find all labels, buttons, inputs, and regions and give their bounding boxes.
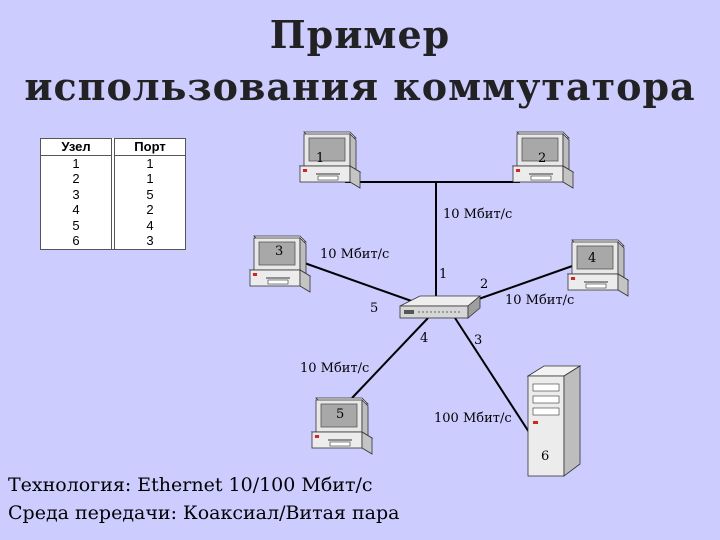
footer-medium: Среда передачи: Коаксиал/Витая пара: [8, 502, 400, 524]
server-6: [526, 365, 582, 477]
title-line-2: использования коммутатора: [24, 64, 696, 109]
switch: [399, 295, 482, 319]
node-label-1: 1: [316, 151, 324, 166]
link-speed-1-2: 10 Мбит/с: [443, 207, 512, 222]
cable-4: [469, 263, 579, 303]
port-label-5: 5: [370, 301, 378, 316]
header-node: Узел: [40, 138, 112, 156]
port-label-4: 4: [420, 331, 428, 346]
node-label-2: 2: [538, 151, 546, 166]
cell-port: 4: [114, 217, 186, 233]
port-label-1: 1: [439, 267, 447, 282]
cable-6: [454, 317, 539, 447]
port-label-2: 2: [480, 277, 488, 292]
link-speed-4: 10 Мбит/с: [505, 293, 574, 308]
cell-port: 5: [114, 186, 186, 202]
link-speed-5: 10 Мбит/с: [300, 361, 369, 376]
cell-port: 2: [114, 202, 186, 218]
node-label-5: 5: [336, 407, 344, 422]
computer-1: [299, 131, 361, 189]
cell-port: 1: [114, 171, 186, 187]
node-label-3: 3: [275, 244, 283, 259]
node-label-4: 4: [588, 251, 596, 266]
cable-3: [295, 259, 421, 305]
link-speed-3: 10 Мбит/с: [320, 247, 389, 262]
cable-5: [351, 317, 429, 399]
node-label-6: 6: [541, 449, 549, 464]
header-port: Порт: [114, 138, 186, 156]
footer-technology: Технология: Ethernet 10/100 Мбит/с: [8, 474, 373, 496]
cell-port: 1: [114, 155, 186, 171]
port-label-3: 3: [474, 333, 482, 348]
cell-port: 3: [114, 233, 186, 250]
computer-4: [567, 239, 629, 297]
link-speed-6: 100 Мбит/с: [434, 411, 512, 426]
title-line-1: Пример: [269, 12, 451, 57]
